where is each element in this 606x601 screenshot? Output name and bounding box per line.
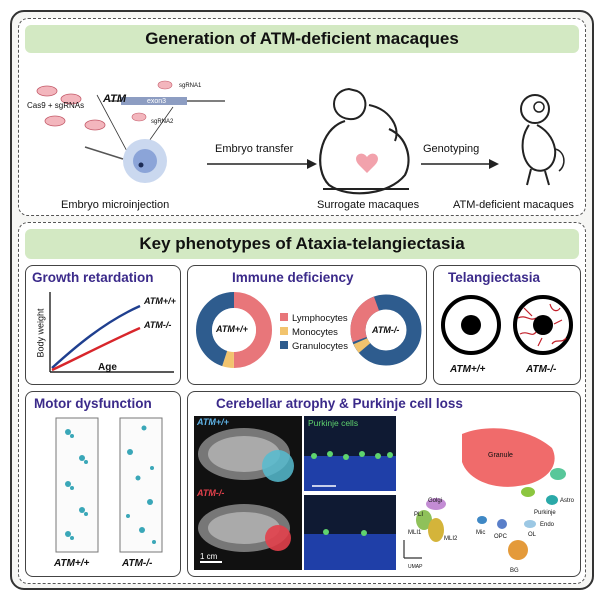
umap-label-pli: PLI — [414, 512, 424, 518]
growth-curve-chart — [49, 292, 174, 373]
atm-deficient-label: ATM-deficient macaques — [453, 199, 574, 211]
purkinje-label: Purkinje cells — [308, 418, 359, 428]
growth-xlabel: Age — [98, 362, 117, 373]
growth-retardation-box: Growth retardation Body weight Age ATM+/… — [25, 265, 181, 385]
generation-panel: Generation of ATM-deficient macaques Cas… — [18, 18, 586, 216]
umap-label-astro: Astro — [560, 498, 575, 504]
sgrna2-label: sgRNA2 — [151, 119, 174, 125]
cereb-title: Cerebellar atrophy & Purkinje cell loss — [216, 396, 463, 411]
surrogate-label: Surrogate macaques — [317, 199, 420, 211]
ko-eye-illustration — [513, 295, 573, 355]
ko-donut-chart — [350, 294, 422, 366]
telang-wt-label: ATM+/+ — [450, 364, 486, 375]
figure-frame: Generation of ATM-deficient macaques Cas… — [10, 10, 594, 590]
legend-granulocytes: Granulocytes — [280, 340, 348, 354]
umap-label-mli2: MLI2 — [444, 536, 458, 542]
growth-wt-label: ATM+/+ — [144, 296, 176, 306]
embryo-transfer-label: Embryo transfer — [215, 143, 294, 155]
mri-panels — [194, 416, 302, 570]
ko-footprint-panel — [119, 417, 163, 553]
umap-label-bg: BG — [510, 568, 519, 574]
umap-label-ol: OL — [528, 532, 537, 538]
umap-plot — [403, 428, 566, 560]
genotyping-arrow — [421, 159, 499, 169]
motor-dysfunction-box: Motor dysfunction ATM+/+ ATM-/- — [25, 391, 181, 577]
surrogate-macaque-illustration — [319, 87, 410, 195]
immune-title: Immune deficiency — [232, 270, 354, 285]
umap-label-golgi: Golgi — [428, 498, 443, 504]
telang-ko-label: ATM-/- — [526, 364, 557, 375]
umap-label-mic: Mic — [476, 530, 486, 536]
growth-ko-label: ATM-/- — [144, 320, 172, 330]
growth-title: Growth retardation — [32, 270, 154, 285]
embryo-microinjection-label: Embryo microinjection — [61, 199, 170, 211]
purkinje-staining-panels — [304, 416, 396, 570]
wt-growth-line — [51, 304, 141, 369]
phenotypes-title: Key phenotypes of Ataxia-telangiectasia — [25, 229, 579, 259]
growth-ylabel: Body weight — [35, 308, 46, 358]
umap-label-purkinje: Purkinje — [534, 510, 556, 516]
phenotypes-panel: Key phenotypes of Ataxia-telangiectasia … — [18, 222, 586, 584]
legend-lymphocytes: Lymphocytes — [280, 312, 348, 326]
immune-legend: Lymphocytes Monocytes Granulocytes — [280, 312, 348, 354]
immune-ko-label: ATM-/- — [372, 325, 400, 335]
telangiectasia-box: Telangiectasia ATM+/+ ATM-/- — [433, 265, 581, 385]
wt-eye-illustration — [441, 295, 501, 355]
embryo-microinjection-illustration — [36, 80, 225, 183]
umap-label-opc: OPC — [494, 534, 508, 540]
motor-wt-label: ATM+/+ — [54, 558, 90, 569]
mri-ko-label: ATM-/- — [197, 488, 225, 498]
wt-donut-chart — [196, 292, 272, 368]
umap-label-granule: Granule — [488, 452, 513, 459]
wt-footprint-panel — [55, 417, 99, 553]
umap-axis-label: UMAP — [408, 564, 423, 570]
umap-label-endo: Endo — [540, 522, 555, 528]
motor-title: Motor dysfunction — [34, 396, 152, 411]
genotyping-label: Genotyping — [423, 143, 480, 155]
umap-label-mli1: MLI1 — [408, 530, 422, 536]
cerebellar-atrophy-box: Cerebellar atrophy & Purkinje cell loss … — [187, 391, 581, 577]
atm-gene-label: ATM — [103, 93, 127, 105]
mri-wt-label: ATM+/+ — [197, 417, 229, 427]
injection-reagents-label: Cas9 + sgRNAs — [27, 101, 85, 110]
ko-growth-line — [51, 326, 141, 372]
transfer-arrow — [207, 159, 317, 169]
telang-title: Telangiectasia — [448, 270, 541, 285]
infant-macaque-illustration — [520, 94, 565, 186]
immune-deficiency-box: Immune deficiency ATM+/+ Lymphocytes Mon… — [187, 265, 427, 385]
sgrna1-label: sgRNA1 — [179, 83, 202, 89]
generation-title: Generation of ATM-deficient macaques — [25, 25, 579, 53]
mri-scale-label: 1 cm — [200, 552, 218, 561]
legend-monocytes: Monocytes — [280, 326, 348, 340]
motor-ko-label: ATM-/- — [122, 558, 153, 569]
exon-label: exon3 — [147, 98, 167, 105]
immune-wt-label: ATM+/+ — [216, 324, 248, 334]
